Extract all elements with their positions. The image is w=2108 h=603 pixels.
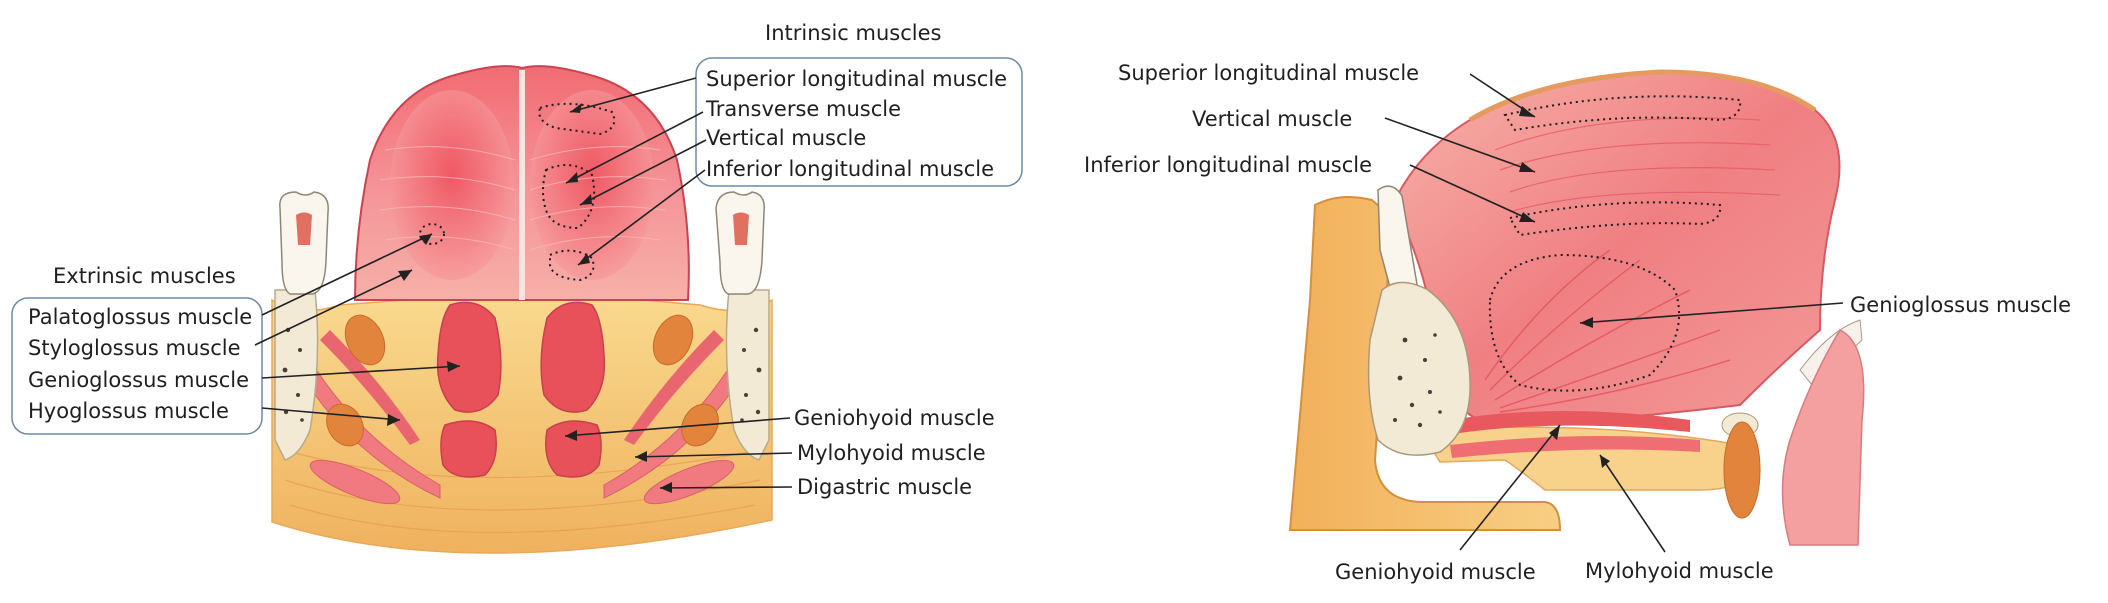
coronal-leader-lines [254, 77, 793, 489]
digastric-left [309, 459, 401, 505]
coronal-labels: Intrinsic muscles Superior longitudinal … [11, 21, 1023, 499]
mandible-sagittal [1367, 281, 1471, 456]
label-inferior-longitudinal: Inferior longitudinal muscle [706, 157, 994, 181]
leader-vertical [579, 139, 707, 206]
mylohyoid-sagittal [1450, 436, 1700, 458]
tongue-right-half [530, 90, 654, 280]
genioglossus-right [540, 301, 606, 413]
label-geniohyoid: Geniohyoid muscle [794, 406, 995, 430]
oral-floor [271, 297, 773, 554]
intrinsic-fibers [379, 146, 666, 251]
extrinsic-label-box [11, 297, 263, 435]
coronal-section-illustration [271, 65, 773, 554]
pharynx [1781, 329, 1865, 546]
superior-longitudinal-outline [538, 102, 616, 136]
tooth-right-pulp [733, 212, 749, 245]
leader-palatoglossus [261, 233, 433, 316]
mandible-left [274, 289, 319, 461]
genioglossus-outline-sagittal [1488, 253, 1681, 392]
geniohyoid-sagittal [1450, 411, 1690, 434]
label-mylohyoid-sagittal: Mylohyoid muscle [1585, 559, 1774, 583]
label-inf-long-sagittal: Inferior longitudinal muscle [1084, 153, 1372, 177]
thyroid-gland [1723, 421, 1761, 519]
intrinsic-label-box [695, 57, 1023, 187]
genioglossus-left [436, 301, 502, 413]
intrinsic-region-outlines [419, 102, 616, 282]
sagittal-leader-lines [1384, 73, 1844, 553]
leader-geniohyoid-sagittal [1459, 424, 1561, 551]
label-genioglossus-sagittal: Genioglossus muscle [1850, 293, 2071, 317]
transverse-outline [542, 164, 596, 230]
label-vertical-sagittal: Vertical muscle [1192, 107, 1352, 131]
leader-genioglossus [261, 365, 461, 379]
palatoglossus-outline [419, 223, 445, 245]
sagittal-arrowheads [1519, 106, 1610, 468]
digastric-right [643, 459, 735, 505]
sagittal-section-illustration [1288, 69, 1865, 546]
label-geniohyoid-sagittal: Geniohyoid muscle [1335, 560, 1536, 584]
label-palatoglossus: Palatoglossus muscle [28, 305, 252, 329]
label-mylohyoid: Mylohyoid muscle [797, 441, 986, 465]
geniohyoid-left [440, 420, 497, 478]
leader-inferior-longitudinal [577, 169, 706, 266]
leader-superior-longitudinal [569, 77, 697, 113]
leader-styloglossus [254, 269, 413, 346]
label-sup-long-sagittal: Superior longitudinal muscle [1118, 61, 1419, 85]
hyoglossus-right [624, 330, 724, 445]
leader-mylohyoid [634, 452, 793, 458]
coronal-arrowheads [387, 103, 672, 493]
label-digastric: Digastric muscle [797, 475, 972, 499]
label-hyoglossus: Hyoglossus muscle [28, 399, 229, 423]
leader-transverse [565, 111, 704, 184]
leader-inf-long-sagittal [1409, 164, 1536, 223]
inf-long-outline-sagittal [1508, 201, 1722, 237]
label-transverse: Transverse muscle [705, 97, 901, 121]
label-genioglossus: Genioglossus muscle [28, 368, 249, 392]
sagittal-region-outlines [1488, 95, 1742, 392]
leader-digastric [659, 486, 793, 489]
leader-mylohyoid-sagittal [1599, 454, 1666, 553]
lip-and-chin [1288, 195, 1562, 531]
label-styloglossus: Styloglossus muscle [28, 336, 241, 360]
gland-right-upper [652, 314, 694, 366]
sagittal-intrinsic-fibers [1494, 117, 1781, 213]
gland-left-upper [344, 314, 386, 366]
tooth-left-pulp [296, 212, 312, 245]
leader-hyoglossus [261, 407, 401, 421]
extrinsic-muscles-heading: Extrinsic muscles [53, 264, 236, 288]
geniohyoid-right [545, 420, 602, 478]
hyoglossus-left [320, 330, 420, 445]
leader-geniohyoid [564, 417, 791, 437]
mandible-trabeculae [1393, 333, 1442, 428]
mandible-right [725, 289, 770, 461]
intrinsic-muscles-heading: Intrinsic muscles [765, 21, 941, 45]
sagittal-labels: Superior longitudinal muscle Vertical mu… [1084, 61, 2071, 584]
leader-vertical-sagittal [1384, 117, 1536, 173]
label-superior-longitudinal: Superior longitudinal muscle [706, 67, 1007, 91]
leader-genioglossus-sagittal [1579, 302, 1844, 324]
tongue-dorsum-border [1468, 69, 1817, 123]
label-vertical: Vertical muscle [706, 126, 866, 150]
